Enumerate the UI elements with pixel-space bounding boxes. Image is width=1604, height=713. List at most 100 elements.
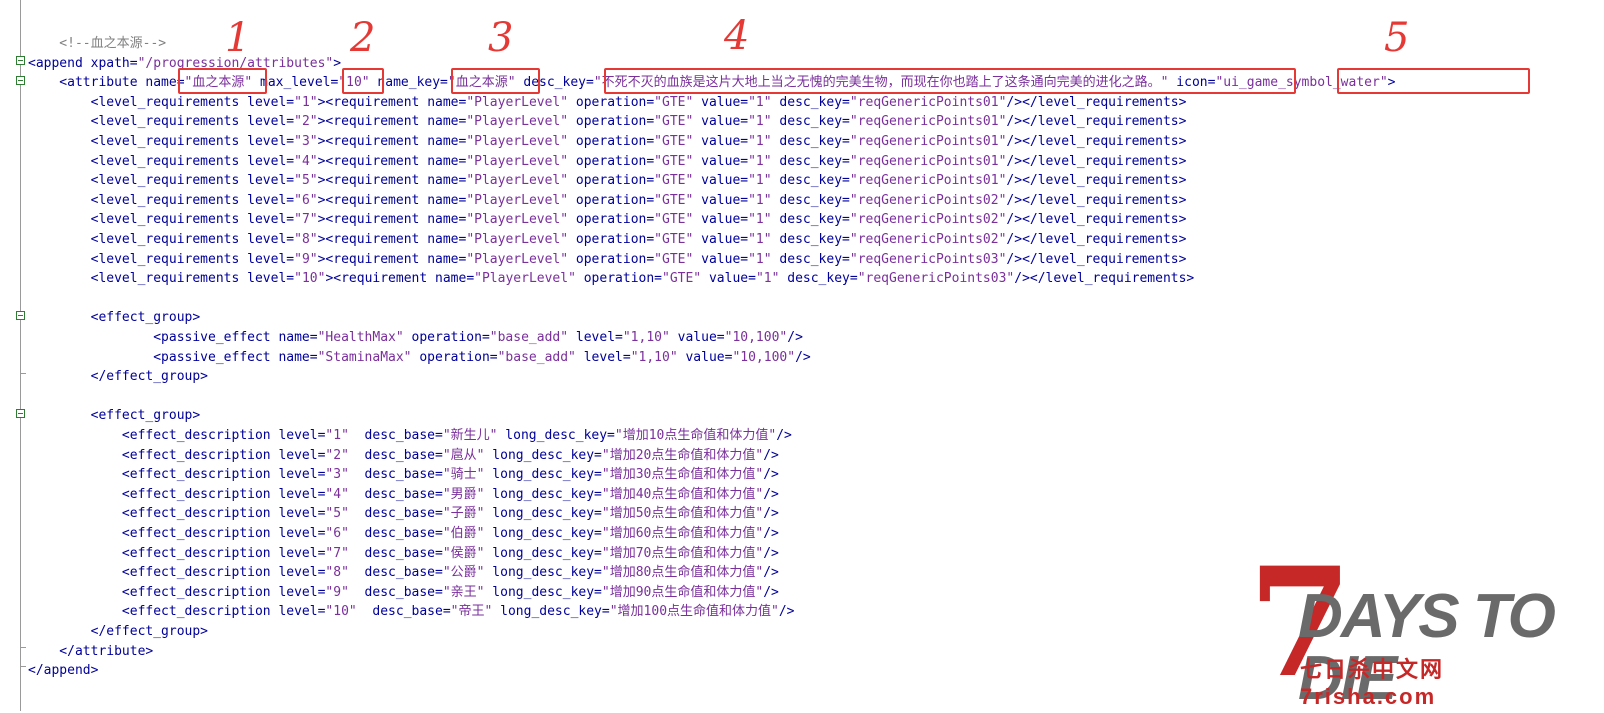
fold-toggle-effect-group-2[interactable]: [16, 409, 25, 418]
code-token: "1": [748, 232, 772, 247]
code-line[interactable]: <effect_description level="4" desc_base=…: [28, 485, 779, 505]
code-line[interactable]: <level_requirements level="2"><requireme…: [28, 112, 1187, 132]
fold-toggle-attribute[interactable]: [16, 76, 25, 85]
code-token: desc_base=: [348, 526, 443, 541]
code-token: <effect_description: [28, 447, 279, 463]
code-token: value=: [693, 251, 749, 267]
code-token: operation=: [568, 173, 655, 189]
code-token: <level_requirements: [28, 134, 248, 149]
code-token: operation=: [568, 251, 655, 267]
code-token: operation=: [568, 94, 655, 110]
code-token: "GTE": [654, 134, 694, 149]
code-line[interactable]: <effect_group>: [28, 308, 201, 328]
code-token: ><requirement: [317, 232, 428, 247]
code-line[interactable]: </append>: [28, 661, 98, 681]
code-line[interactable]: </effect_group>: [28, 622, 208, 642]
code-token: ><requirement: [317, 153, 428, 169]
fold-end-marker: [20, 666, 26, 667]
code-line[interactable]: <level_requirements level="1"><requireme…: [28, 93, 1187, 113]
code-token: "8": [294, 232, 318, 247]
code-token: level=: [278, 486, 326, 502]
code-token: long_desc_key=: [484, 506, 602, 522]
code-token: "增加70点生命值和体力值": [601, 545, 764, 561]
code-line[interactable]: <effect_description level="1" desc_base=…: [28, 426, 792, 446]
code-token: "增加10点生命值和体力值": [614, 428, 777, 443]
code-token: "1": [748, 192, 772, 208]
code-line[interactable]: <level_requirements level="7"><requireme…: [28, 210, 1187, 230]
code-line[interactable]: <level_requirements level="9"><requireme…: [28, 250, 1187, 270]
code-token: />: [763, 486, 779, 502]
code-token: "1": [748, 212, 772, 228]
code-line[interactable]: <level_requirements level="4"><requireme…: [28, 152, 1187, 172]
code-token: />: [763, 526, 779, 541]
code-token: ><requirement: [317, 114, 428, 130]
code-line[interactable]: <level_requirements level="10"><requirem…: [28, 269, 1195, 289]
code-token: </effect_group>: [28, 624, 209, 639]
code-token: /></level_requirements>: [1006, 114, 1187, 130]
code-line[interactable]: <level_requirements level="3"><requireme…: [28, 132, 1187, 152]
code-token: level=: [278, 506, 326, 522]
annotation-number-1: 1: [225, 15, 251, 61]
code-line[interactable]: <level_requirements level="8"><requireme…: [28, 230, 1187, 250]
code-token: icon=: [1168, 75, 1216, 91]
code-token: "10": [338, 75, 370, 91]
code-token: "9": [325, 584, 349, 600]
code-line[interactable]: <effect_description level="10" desc_base…: [28, 602, 795, 622]
code-token: "1": [748, 173, 772, 189]
code-line[interactable]: <effect_description level="9" desc_base=…: [28, 583, 779, 603]
code-token: ><requirement: [325, 271, 436, 287]
code-line[interactable]: <effect_description level="7" desc_base=…: [28, 544, 779, 564]
code-line[interactable]: <attribute name="血之本源" max_level="10" na…: [28, 73, 1395, 93]
code-token: value=: [693, 114, 749, 130]
code-token: value=: [693, 212, 749, 228]
code-line[interactable]: </attribute>: [28, 642, 153, 662]
code-token: name=: [435, 271, 475, 287]
code-line[interactable]: <passive_effect name="HealthMax" operati…: [28, 328, 803, 348]
code-line[interactable]: <effect_description level="6" desc_base=…: [28, 524, 779, 544]
code-line[interactable]: <append xpath="/progression/attributes">: [28, 54, 341, 74]
code-token: "帝王": [450, 604, 493, 620]
code-token: "PlayerLevel": [466, 192, 569, 208]
code-line[interactable]: <effect_description level="5" desc_base=…: [28, 504, 779, 524]
code-token: "6": [325, 526, 349, 541]
fold-toggle-append[interactable]: [16, 56, 25, 65]
code-line[interactable]: <effect_description level="8" desc_base=…: [28, 563, 779, 583]
code-token: "HealthMax": [317, 330, 404, 345]
code-line[interactable]: <effect_group>: [28, 406, 201, 426]
code-line[interactable]: <level_requirements level="6"><requireme…: [28, 191, 1187, 211]
code-token: operation=: [403, 330, 490, 345]
code-token: <effect_description: [28, 545, 279, 561]
code-token: level=: [278, 447, 326, 463]
code-token: "reqGenericPoints02": [849, 192, 1007, 208]
code-line[interactable]: <effect_description level="2" desc_base=…: [28, 446, 779, 466]
code-line[interactable]: <level_requirements level="5"><requireme…: [28, 171, 1187, 191]
code-line[interactable]: <passive_effect name="StaminaMax" operat…: [28, 348, 811, 368]
code-token: <effect_description: [28, 428, 279, 443]
code-token: "2": [325, 447, 349, 463]
code-token: long_desc_key=: [484, 486, 602, 502]
code-token: />: [763, 506, 779, 522]
code-token: <level_requirements: [28, 212, 248, 228]
code-token: "7": [294, 212, 318, 228]
code-token: />: [763, 447, 779, 463]
code-token: <level_requirements: [28, 173, 248, 189]
code-token: "增加80点生命值和体力值": [601, 565, 764, 581]
code-token: "9": [294, 251, 318, 267]
code-token: <effect_description: [28, 467, 279, 483]
code-token: operation=: [411, 349, 498, 365]
code-token: <passive_effect: [28, 330, 279, 345]
code-token: "PlayerLevel": [466, 153, 569, 169]
code-token: "1": [748, 251, 772, 267]
code-line[interactable]: </effect_group>: [28, 367, 208, 387]
code-line[interactable]: <effect_description level="3" desc_base=…: [28, 465, 779, 485]
code-token: />: [763, 584, 779, 600]
code-token: name=: [427, 251, 467, 267]
code-line[interactable]: <!--血之本源-->: [28, 34, 166, 54]
code-token: "增加30点生命值和体力值": [601, 467, 764, 483]
code-token: desc_key=: [771, 232, 850, 247]
code-token: "1": [748, 94, 772, 110]
code-token: "PlayerLevel": [466, 232, 569, 247]
code-token: "5": [294, 173, 318, 189]
fold-toggle-effect-group-1[interactable]: [16, 311, 25, 320]
